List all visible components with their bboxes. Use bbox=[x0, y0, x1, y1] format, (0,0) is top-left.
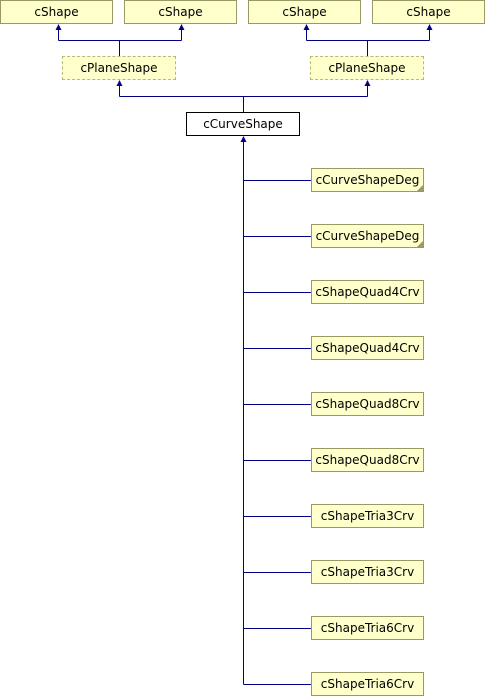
class-node-ccurveshapedeg-2[interactable]: cCurveShapeDeg bbox=[311, 224, 424, 248]
class-node-label: cShapeTria6Crv bbox=[320, 677, 415, 691]
fold-corner-icon bbox=[417, 185, 423, 191]
class-node-label: cShape bbox=[282, 5, 327, 19]
class-node-cshape-3[interactable]: cShape bbox=[248, 0, 361, 24]
arrowhead-icon bbox=[116, 80, 123, 86]
class-node-cshapetria3crv-1[interactable]: cShapeTria3Crv bbox=[311, 504, 424, 528]
class-node-ccurveshapedeg-1[interactable]: cCurveShapeDeg bbox=[311, 168, 424, 192]
class-node-label: cPlaneShape bbox=[328, 61, 406, 75]
class-node-label: cShapeQuad8Crv bbox=[315, 397, 420, 411]
class-node-label: cShape bbox=[34, 5, 79, 19]
class-node-label: cShapeQuad8Crv bbox=[315, 453, 420, 467]
class-node-cshapequad4crv-2[interactable]: cShapeQuad4Crv bbox=[311, 336, 424, 360]
class-node-label: cCurveShapeDeg bbox=[315, 229, 420, 243]
class-node-cplaneshape-1[interactable]: cPlaneShape bbox=[62, 56, 176, 80]
class-node-label: cCurveShape bbox=[203, 117, 283, 131]
class-node-label: cShapeQuad4Crv bbox=[315, 285, 420, 299]
arrowhead-icon bbox=[240, 136, 247, 142]
class-node-cshapetria6crv-2[interactable]: cShapeTria6Crv bbox=[311, 672, 424, 696]
class-node-cshapequad8crv-2[interactable]: cShapeQuad8Crv bbox=[311, 448, 424, 472]
class-node-label: cShapeTria3Crv bbox=[320, 509, 415, 523]
class-node-label: cShapeQuad4Crv bbox=[315, 341, 420, 355]
class-node-label: cPlaneShape bbox=[80, 61, 158, 75]
arrowhead-icon bbox=[303, 24, 310, 30]
class-node-cshapequad4crv-1[interactable]: cShapeQuad4Crv bbox=[311, 280, 424, 304]
fold-corner-icon bbox=[417, 241, 423, 247]
class-node-ccurveshape: cCurveShape bbox=[186, 112, 300, 136]
class-node-cplaneshape-2[interactable]: cPlaneShape bbox=[310, 56, 424, 80]
arrowhead-icon bbox=[426, 24, 433, 30]
class-node-cshapetria3crv-2[interactable]: cShapeTria3Crv bbox=[311, 560, 424, 584]
class-node-cshapetria6crv-1[interactable]: cShapeTria6Crv bbox=[311, 616, 424, 640]
class-node-label: cCurveShapeDeg bbox=[315, 173, 420, 187]
class-node-cshape-1[interactable]: cShape bbox=[0, 0, 113, 24]
arrowhead-icon bbox=[178, 24, 185, 30]
class-node-label: cShape bbox=[406, 5, 451, 19]
arrowhead-icon bbox=[364, 80, 371, 86]
class-node-label: cShape bbox=[158, 5, 203, 19]
arrowhead-icon bbox=[55, 24, 62, 30]
class-node-label: cShapeTria3Crv bbox=[320, 565, 415, 579]
class-node-cshapequad8crv-1[interactable]: cShapeQuad8Crv bbox=[311, 392, 424, 416]
class-node-cshape-4[interactable]: cShape bbox=[372, 0, 485, 24]
class-node-cshape-2[interactable]: cShape bbox=[124, 0, 237, 24]
class-node-label: cShapeTria6Crv bbox=[320, 621, 415, 635]
